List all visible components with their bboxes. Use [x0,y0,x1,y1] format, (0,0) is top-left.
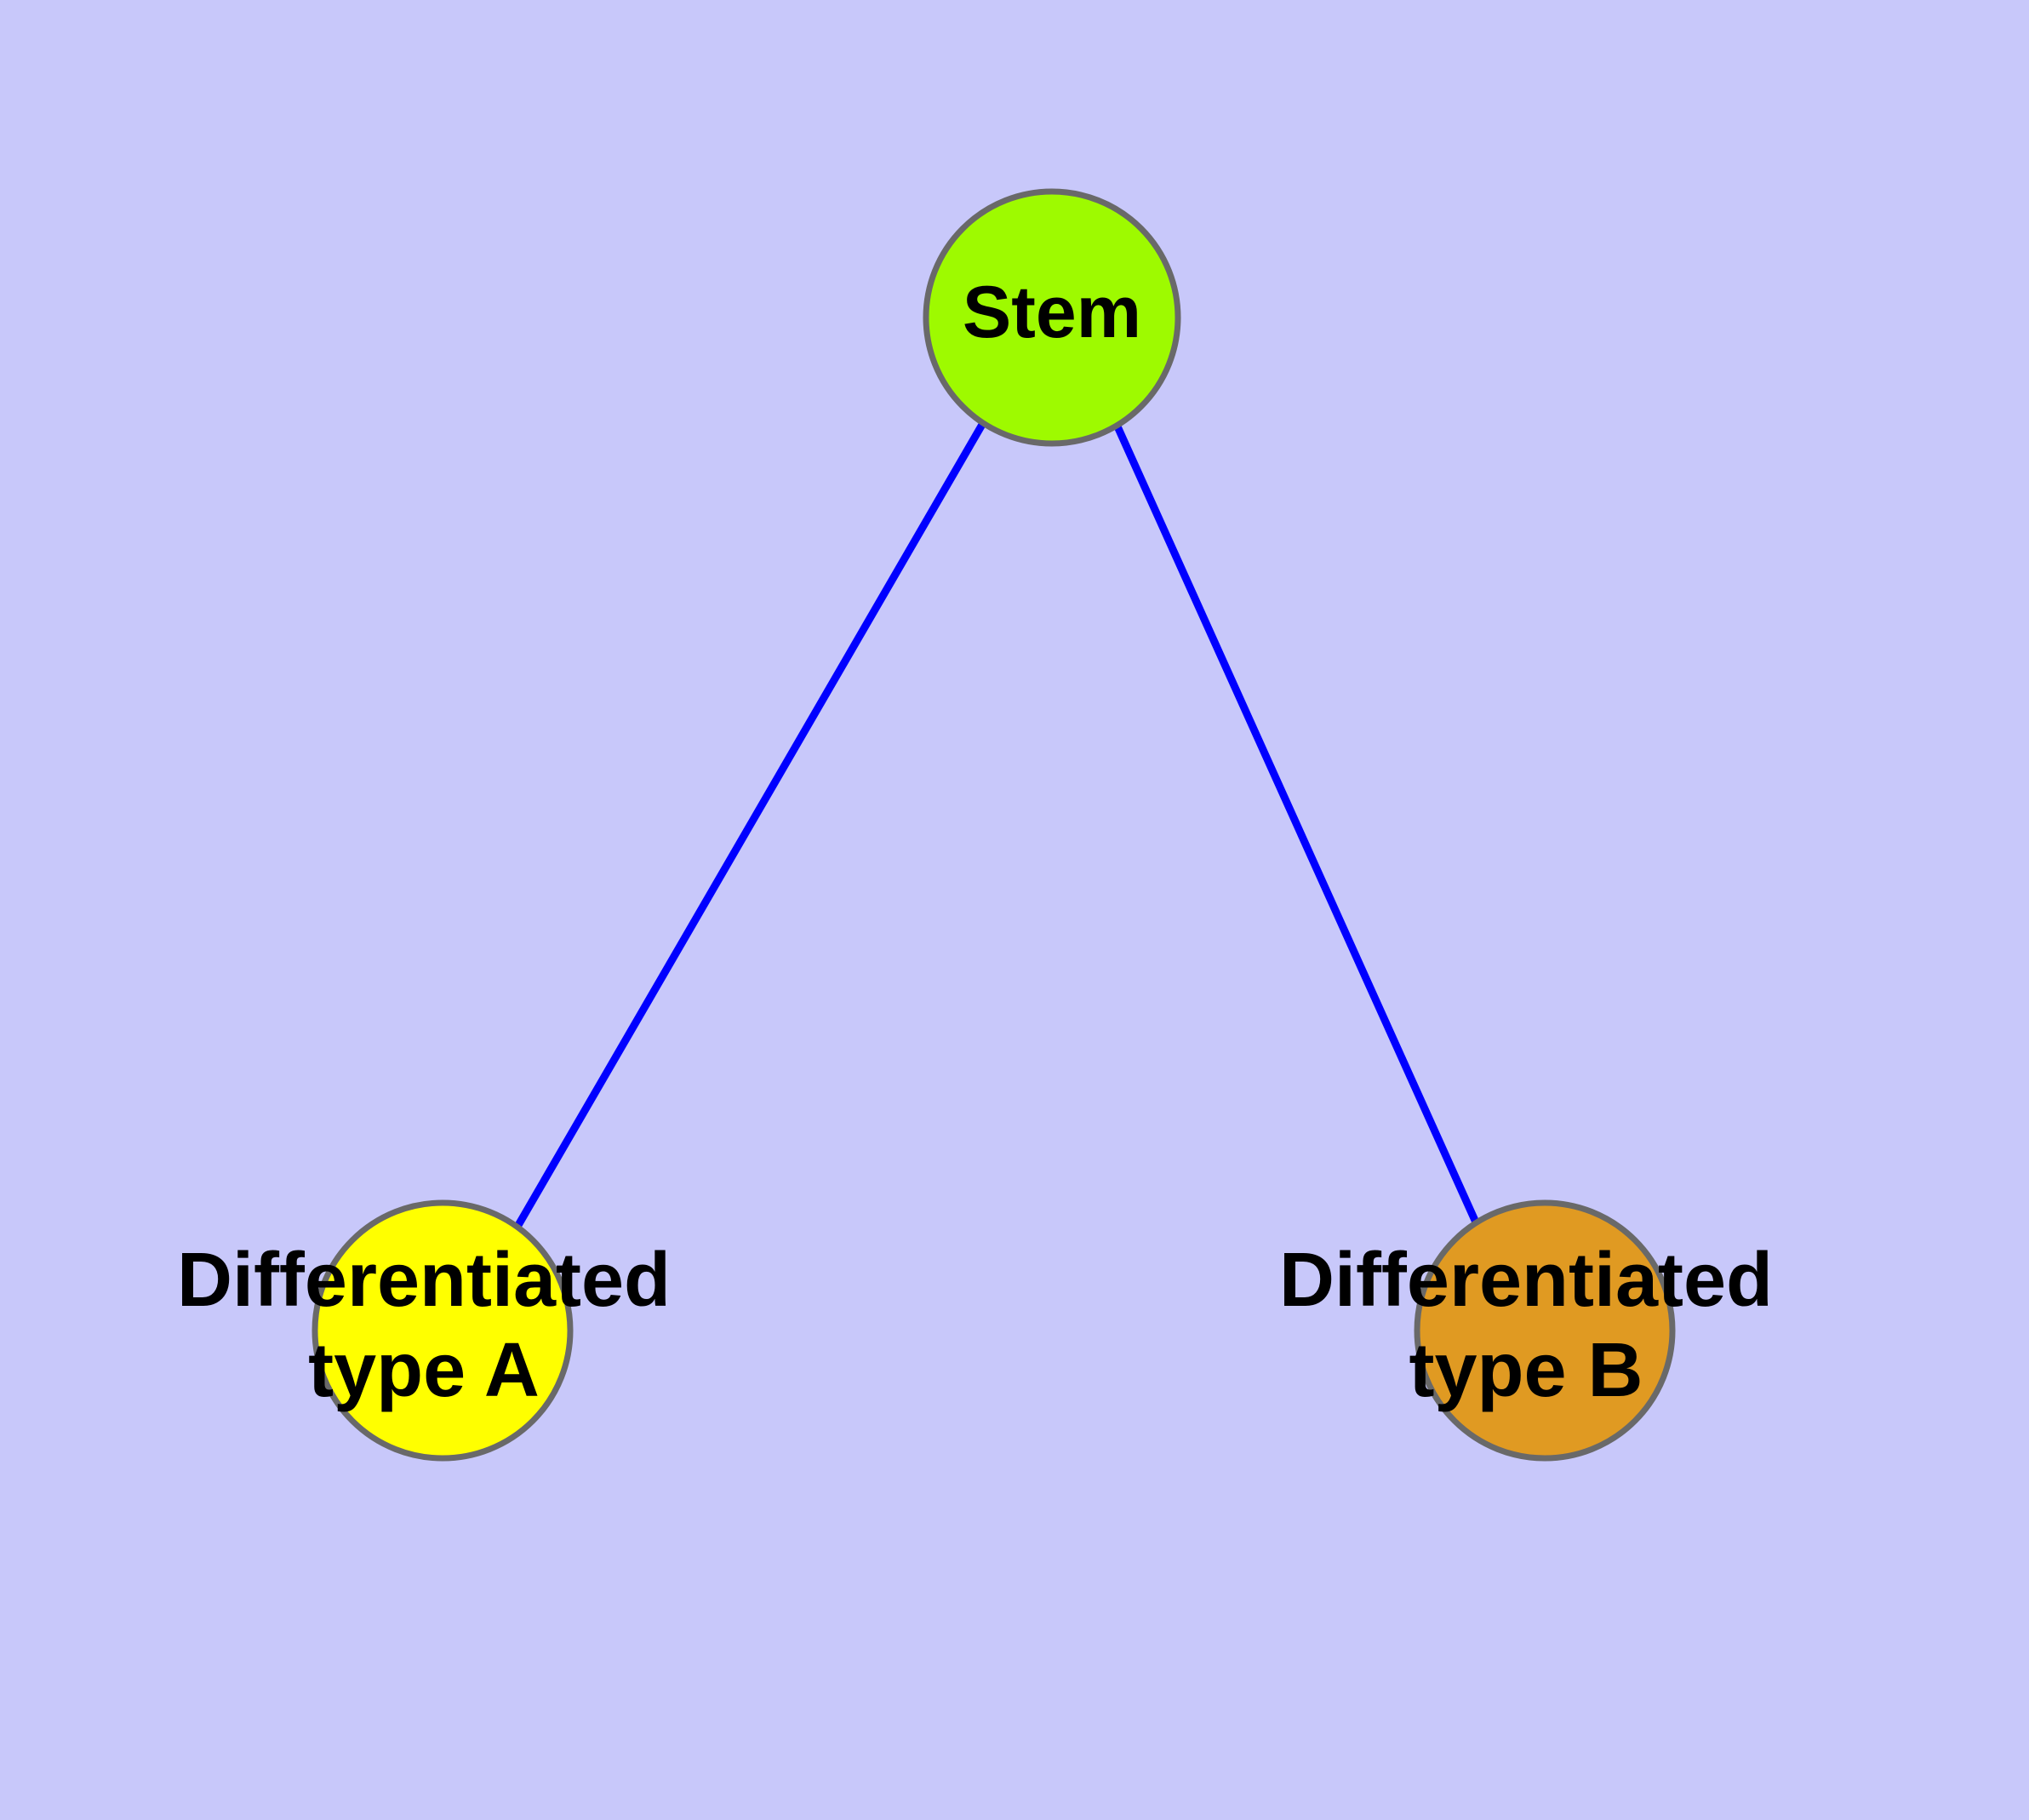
node-differentiated-type-a-circle[interactable] [311,1199,574,1462]
node-differentiated-type-b-circle[interactable] [1414,1199,1676,1462]
edge-stem-to-differentiated-type-b [1113,425,1481,1226]
node-stem-label: Stem [963,272,1141,353]
node-differentiated-type-a[interactable] [311,1199,574,1462]
edge-stem-to-differentiated-type-a [514,421,986,1229]
node-stem[interactable] [923,188,1181,447]
node-differentiated-type-b[interactable] [1414,1199,1676,1462]
node-stem-circle[interactable] [923,188,1181,447]
nodes-group [311,188,1676,1462]
edges-group [514,421,1481,1229]
